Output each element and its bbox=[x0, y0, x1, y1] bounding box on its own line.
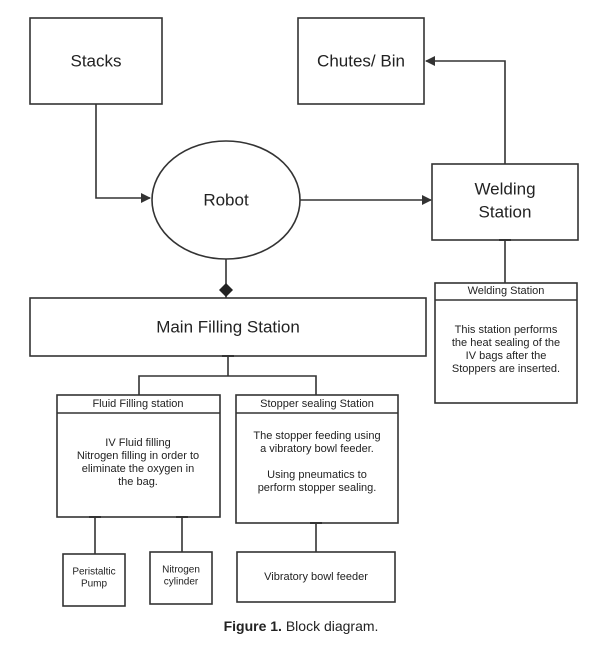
peristaltic-pump-line2: Pump bbox=[81, 579, 108, 590]
welding-detail-line1: This station performs bbox=[455, 324, 558, 336]
welding-detail-header: Welding Station bbox=[468, 285, 545, 297]
fluid-filling-line2: Nitrogen filling in order to bbox=[77, 450, 199, 462]
stopper-sealing-line1: The stopper feeding using bbox=[253, 430, 380, 442]
welding-detail-box bbox=[434, 282, 578, 404]
chutes-bin-box bbox=[297, 17, 425, 105]
nitrogen-cylinder-box bbox=[149, 551, 213, 605]
welding-detail-line2: the heat sealing of the bbox=[452, 337, 560, 349]
stopper-sealing-box bbox=[235, 394, 399, 524]
figure-caption-text: Block diagram. bbox=[285, 618, 379, 634]
stopper-sealing-header: Stopper sealing Station bbox=[260, 398, 374, 410]
connector-branch-bus bbox=[138, 375, 317, 395]
peristaltic-pump-line1: Peristaltic bbox=[72, 567, 115, 578]
nitrogen-cylinder-line2: cylinder bbox=[164, 577, 199, 588]
figure-caption: Figure 1. Block diagram. bbox=[0, 618, 602, 634]
welding-station-label-line2: Station bbox=[479, 203, 532, 222]
vibratory-bowl-label: Vibratory bowl feeder bbox=[264, 571, 368, 583]
fluid-filling-line4: the bag. bbox=[118, 476, 158, 488]
fluid-filling-header: Fluid Filling station bbox=[92, 398, 183, 410]
welding-detail-line3: IV bags after the bbox=[466, 350, 547, 362]
fluid-filling-line1: IV Fluid filling bbox=[105, 437, 170, 449]
stopper-sealing-line5: perform stopper sealing. bbox=[258, 482, 377, 494]
connector-welding-chutes bbox=[425, 56, 506, 164]
welding-station-label-line1: Welding bbox=[474, 180, 535, 199]
chutes-bin-label: Chutes/ Bin bbox=[317, 52, 405, 71]
peristaltic-pump-box bbox=[62, 553, 126, 607]
junction-diamond bbox=[219, 283, 233, 297]
welding-detail-line4: Stoppers are inserted. bbox=[452, 363, 560, 375]
figure-caption-label: Figure 1. bbox=[223, 618, 282, 634]
stacks-label: Stacks bbox=[70, 52, 121, 71]
stopper-sealing-line2: a vibratory bowl feeder. bbox=[260, 443, 374, 455]
stopper-sealing-line4: Using pneumatics to bbox=[267, 469, 367, 481]
robot-label: Robot bbox=[203, 191, 249, 210]
connector-stacks-robot bbox=[95, 104, 151, 203]
main-filling-label: Main Filling Station bbox=[156, 318, 300, 337]
nitrogen-cylinder-line1: Nitrogen bbox=[162, 565, 200, 576]
block-diagram: Stacks Chutes/ Bin Robot Welding Station… bbox=[29, 17, 579, 607]
fluid-filling-line3: eliminate the oxygen in bbox=[82, 463, 195, 475]
